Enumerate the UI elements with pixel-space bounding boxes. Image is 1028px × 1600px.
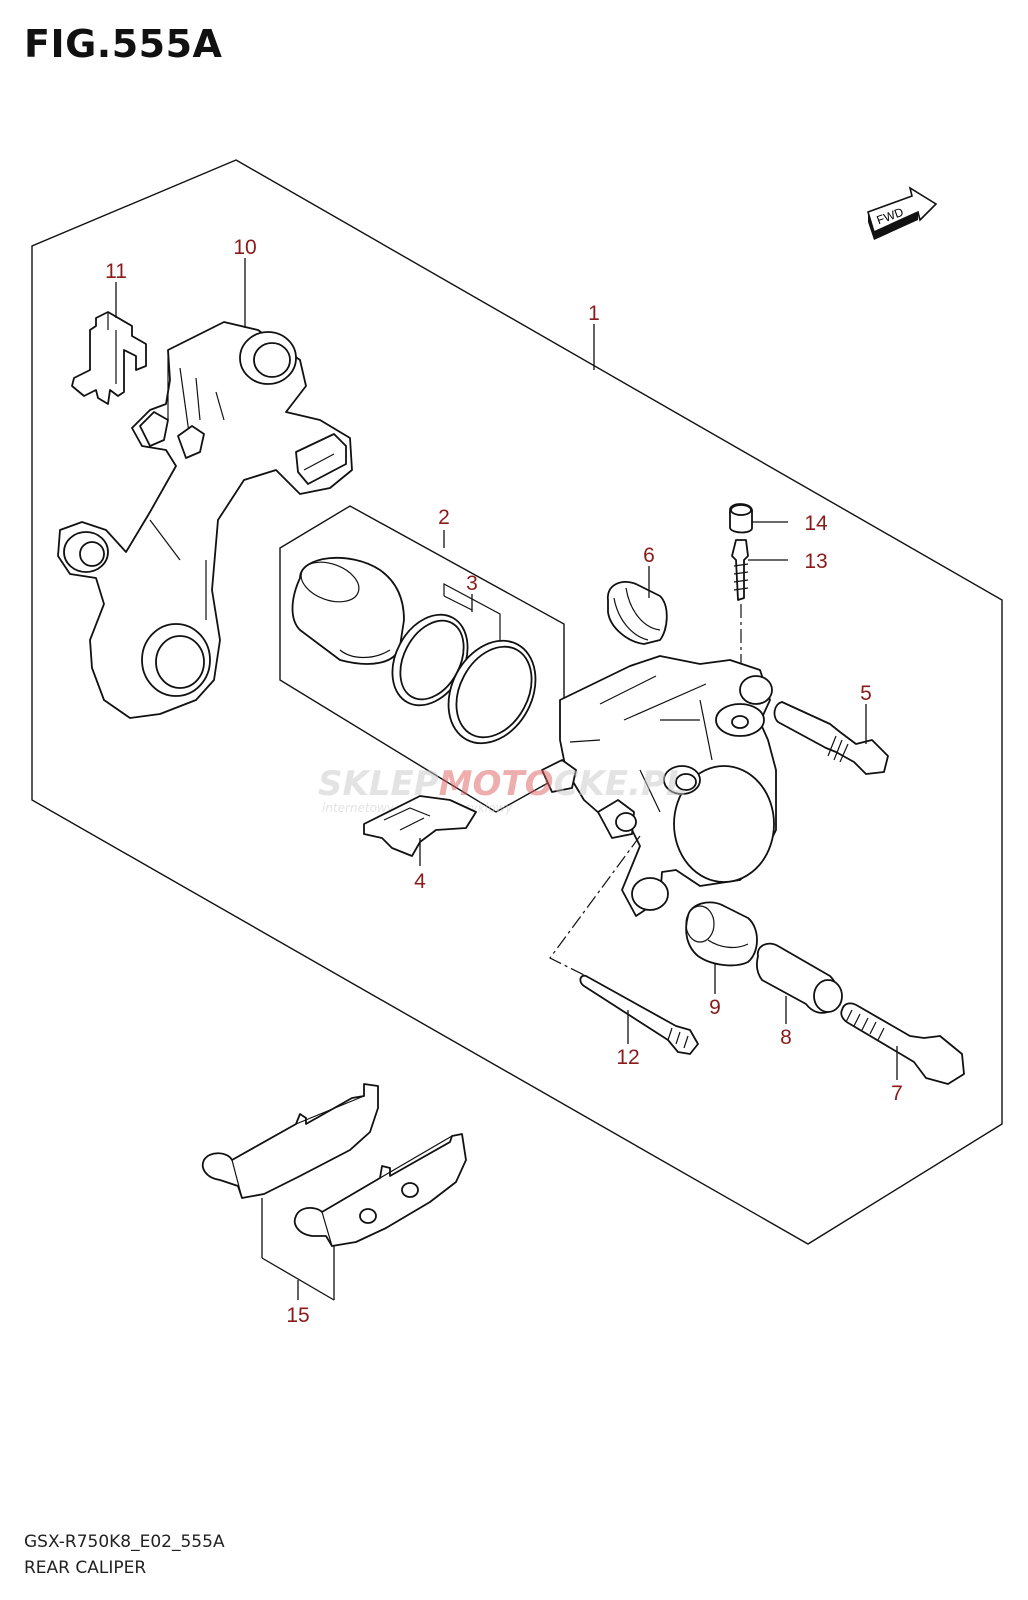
bleeder-cap — [729, 503, 753, 534]
bolt — [840, 1002, 965, 1085]
watermark-brand-2: MOTO — [439, 764, 554, 804]
callout-12: 12 — [616, 1046, 639, 1069]
callout-13: 13 — [804, 550, 827, 573]
callout-15: 15 — [286, 1304, 309, 1327]
leader-lines — [115, 258, 898, 1301]
callout-10: 10 — [233, 236, 256, 259]
pin-centerline — [549, 835, 641, 977]
pad-pin — [579, 974, 699, 1055]
pin-bolt — [773, 701, 889, 775]
caliper-bracket — [57, 321, 353, 719]
callout-11: 11 — [105, 260, 127, 283]
callout-8: 8 — [780, 1026, 792, 1049]
callout-14: 14 — [804, 512, 828, 535]
callout-1: 1 — [588, 302, 600, 325]
pad-spring-clip — [71, 311, 147, 405]
callout-4: 4 — [414, 870, 426, 893]
callout-5: 5 — [860, 682, 872, 705]
piston-seals — [391, 613, 537, 745]
bleeder-valve — [731, 539, 749, 601]
brake-pads — [201, 1083, 467, 1247]
svg-text:SKLEPMOTOCKE.PL: SKLEPMOTOCKE.PL — [318, 764, 688, 804]
boot — [607, 581, 668, 645]
footer-code: GSX-R750K8_E02_555A — [24, 1532, 225, 1552]
callout-3: 3 — [466, 572, 478, 595]
fwd-arrow-icon: FWD — [867, 186, 938, 240]
sleeve — [755, 942, 843, 1014]
callout-2: 2 — [438, 506, 450, 529]
assembly-boundary — [31, 159, 1003, 1245]
caliper-body — [541, 655, 777, 917]
watermark-brand-3: CKE.PL — [554, 764, 688, 804]
callout-6: 6 — [643, 544, 655, 567]
piston — [291, 557, 405, 665]
footer-name: REAR CALIPER — [24, 1558, 147, 1578]
pin-boot — [685, 901, 758, 967]
callout-9: 9 — [709, 996, 721, 1019]
callout-7: 7 — [891, 1082, 903, 1105]
pad-spring — [363, 795, 477, 857]
figure-title: FIG.555A — [24, 22, 223, 66]
